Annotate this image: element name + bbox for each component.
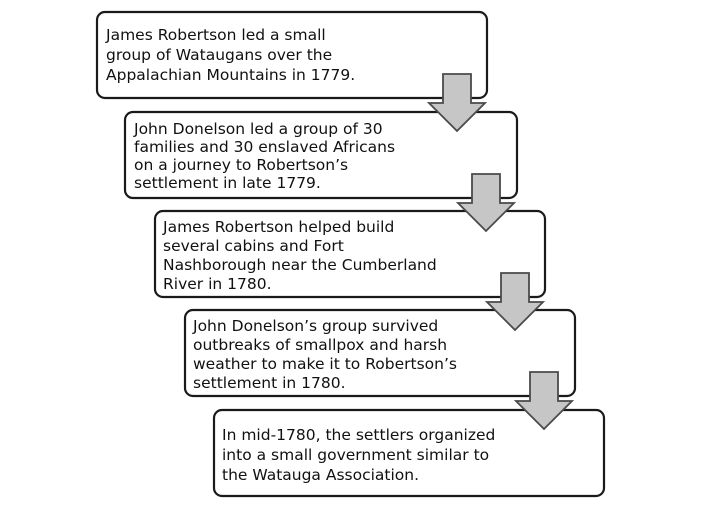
- step-2-line-3: on a journey to Robertson’s: [134, 156, 348, 174]
- step-1-line-2: group of Wataugans over the: [106, 46, 332, 64]
- step-4-line-3: weather to make it to Robertson’s: [193, 355, 457, 373]
- step-1-line-3: Appalachian Mountains in 1779.: [106, 66, 355, 84]
- step-3-box: [153, 209, 547, 299]
- step-1: James Robertson led a small group of Wat…: [95, 10, 489, 100]
- step-3: James Robertson helped build several cab…: [153, 209, 547, 299]
- step-3-line-1: James Robertson helped build: [162, 218, 394, 236]
- step-1-box: [95, 10, 489, 100]
- step-3-line-4: River in 1780.: [163, 275, 272, 293]
- step-2-line-2: families and 30 enslaved Africans: [134, 138, 395, 156]
- step-4-line-2: outbreaks of smallpox and harsh: [193, 336, 447, 354]
- down-arrow-icon: [513, 371, 575, 431]
- down-arrow-icon: [484, 272, 546, 332]
- step-5-line-2: into a small government similar to: [222, 446, 489, 464]
- step-4: John Donelson’s group survived outbreaks…: [183, 308, 577, 398]
- step-5-box: [212, 408, 606, 498]
- step-3-line-3: Nashborough near the Cumberland: [163, 256, 437, 274]
- step-5: In mid-1780, the settlers organized into…: [212, 408, 606, 498]
- step-5-line-1: In mid-1780, the settlers organized: [222, 426, 495, 444]
- step-4-line-1: John Donelson’s group survived: [192, 317, 438, 335]
- step-2-line-4: settlement in late 1779.: [134, 174, 321, 192]
- step-2: John Donelson led a group of 30 families…: [123, 110, 519, 200]
- step-4-box: [183, 308, 577, 398]
- step-2-box: [123, 110, 519, 200]
- step-4-line-4: settlement in 1780.: [193, 374, 346, 392]
- step-1-line-1: James Robertson led a small: [105, 26, 326, 44]
- step-3-line-2: several cabins and Fort: [163, 237, 344, 255]
- step-5-line-3: the Watauga Association.: [222, 466, 419, 484]
- down-arrow-icon: [426, 73, 488, 133]
- down-arrow-icon: [455, 173, 517, 233]
- step-2-line-1: John Donelson led a group of 30: [133, 120, 383, 138]
